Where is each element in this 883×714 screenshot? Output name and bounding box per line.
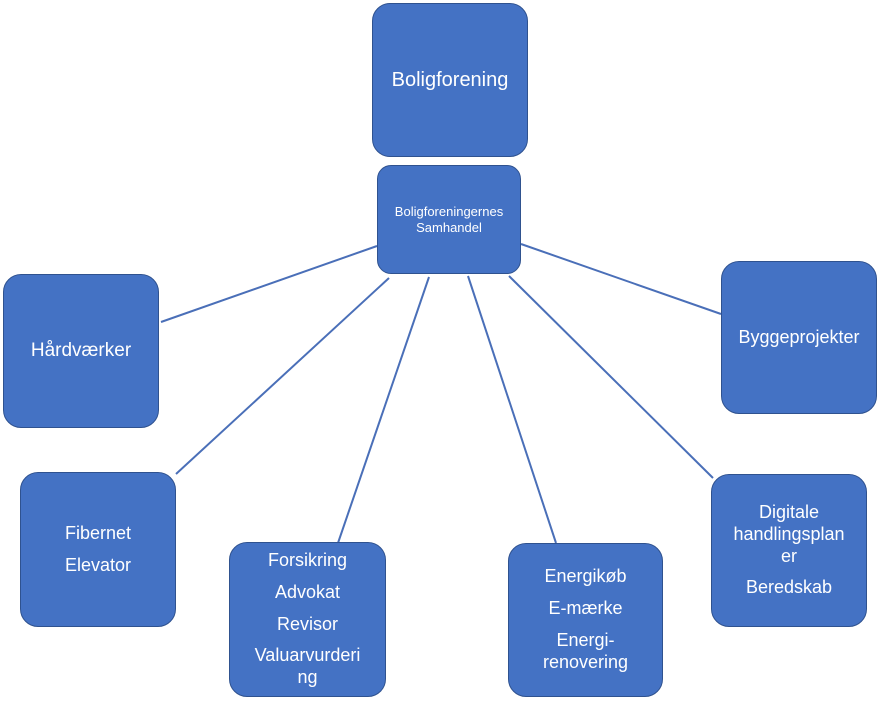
node-energirenovering-label-2: renovering (542, 651, 629, 672)
node-energikoeb-label: Energikøb (544, 566, 627, 587)
node-boligforeningernes-samhandel: Boligforeningernes Samhandel (377, 165, 521, 274)
node-haandvaerker-label: Hårdværker (30, 340, 132, 362)
connector-to-energi (467, 275, 557, 544)
node-advokat-label: Advokat (274, 581, 341, 602)
node-energirenovering-label-1: Energi- (556, 630, 615, 650)
node-energi-group: Energikøb E-mærke Energi- renovering (508, 543, 663, 697)
node-elevator-label: Elevator (64, 554, 132, 575)
node-fibernet-label: Fibernet (64, 522, 132, 543)
connector-to-haandvaerker (160, 245, 378, 323)
node-center-line-2: Samhandel (416, 219, 482, 235)
node-boligforening: Boligforening (372, 3, 528, 157)
node-boligforening-label: Boligforening (391, 68, 509, 91)
node-valuarvurdering-label-2: ng (297, 667, 318, 688)
node-beredskab-label: Beredskab (745, 577, 833, 598)
node-e-maerke-label: E-mærke (548, 598, 623, 619)
node-digitale-label-2: handlingsplan (733, 523, 845, 544)
node-fibernet-elevator: Fibernet Elevator (20, 472, 176, 627)
node-revisor-label: Revisor (276, 613, 338, 634)
connector-to-forsikring (337, 276, 430, 544)
node-digitale-group: Digitale handlingsplan er Beredskab (711, 474, 867, 627)
node-digitale-label-3: er (780, 545, 797, 566)
node-byggeprojekter: Byggeprojekter (721, 261, 877, 414)
connector-to-digitale (508, 275, 714, 479)
node-forsikring-group: Forsikring Advokat Revisor Valuarvurderi… (229, 542, 386, 697)
node-digitale-label-1: Digitale (758, 501, 820, 522)
node-valuarvurdering-label-1: Valuarvurderi (254, 645, 361, 666)
node-byggeprojekter-label: Byggeprojekter (738, 326, 860, 347)
node-center-line-1: Boligforeningernes (394, 203, 504, 219)
node-haandvaerker: Hårdværker (3, 274, 159, 428)
connector-to-fibernet (175, 277, 390, 475)
node-forsikring-label: Forsikring (267, 549, 347, 570)
connector-to-byggeprojekter (520, 243, 722, 315)
